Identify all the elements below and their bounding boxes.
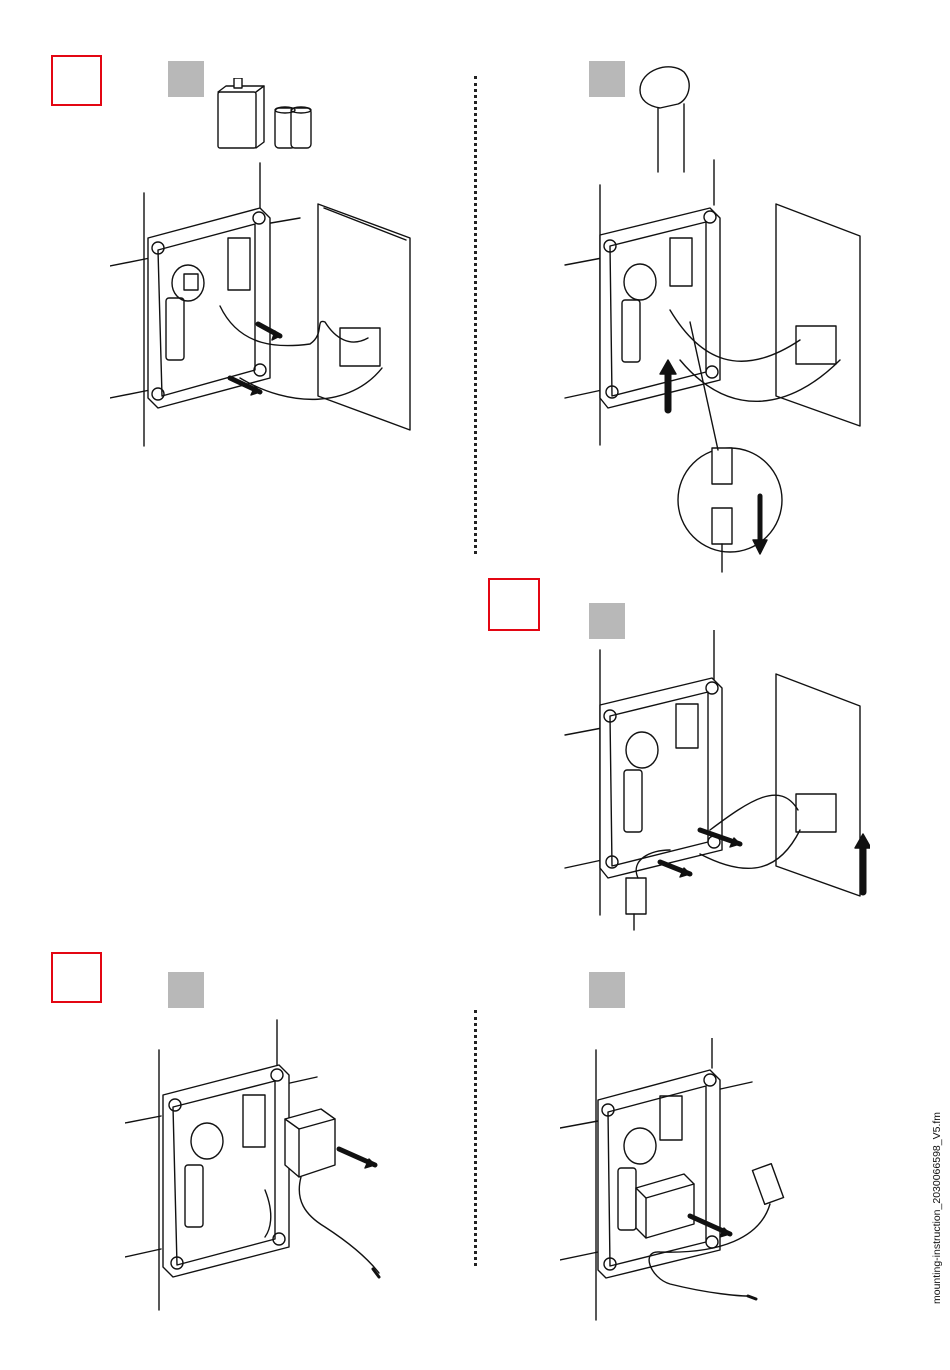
footer-filename: mounting-instruction_2030066598_V5.fm [922, 1060, 950, 1356]
step-2-illustration [560, 60, 870, 575]
separator-top [474, 76, 477, 554]
step-4-red-box [51, 952, 102, 1003]
connector-plug-icon [626, 878, 646, 930]
step-4-grey-square [168, 972, 204, 1008]
separator-bottom [474, 1010, 477, 1266]
sensor-cap-icon [640, 67, 689, 172]
footer-filename-text: mounting-instruction_2030066598_V5.fm [931, 1112, 943, 1304]
battery-9v-icon [218, 78, 264, 148]
battery-cr-icon [275, 107, 311, 148]
step-1-illustration [110, 78, 420, 448]
step-4-illustration [125, 1015, 405, 1315]
step-5-illustration [560, 1038, 870, 1323]
step-5-grey-square [589, 972, 625, 1008]
step-3-red-box [488, 578, 540, 631]
step-3-illustration [560, 630, 870, 935]
step-1-red-box [51, 55, 102, 106]
battery-box-icon [285, 1109, 335, 1177]
